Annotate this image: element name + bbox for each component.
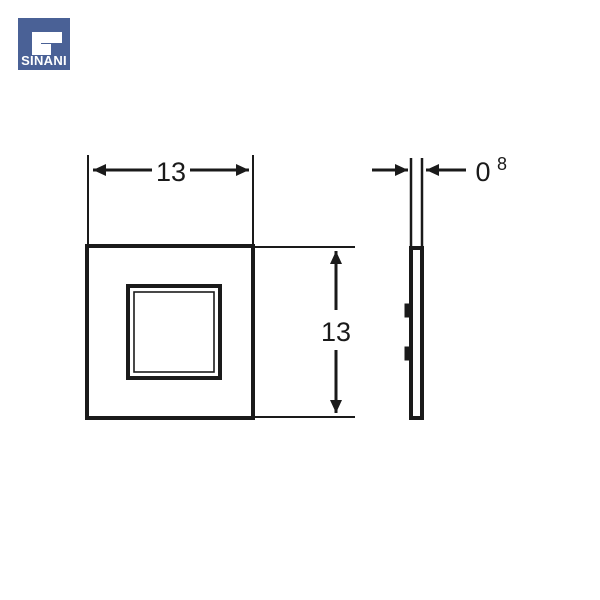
thickness-dim-label-superscript: 8 [497,154,507,174]
front-view [85,244,255,420]
thickness-dimension: 0 8 [372,154,507,246]
width-dim-label: 13 [156,157,186,187]
height-dimension: 13 [255,246,355,418]
height-dim-label: 13 [321,317,351,347]
side-view [404,246,424,420]
logo-brand-text: SINANI [21,53,67,68]
sinani-logo: SINANI [18,18,70,70]
logo-mark-left-bar [32,32,41,55]
logo-mark-bottom-bar [32,44,51,55]
thickness-dim-label: 0 [475,157,490,187]
logo-mark-top-bar [32,32,62,43]
side-view-tab-lower [404,346,412,361]
side-view-body [409,246,424,420]
side-view-tab-upper [404,303,412,318]
width-dimension: 13 [87,155,254,244]
front-view-button-bevel [133,291,215,373]
